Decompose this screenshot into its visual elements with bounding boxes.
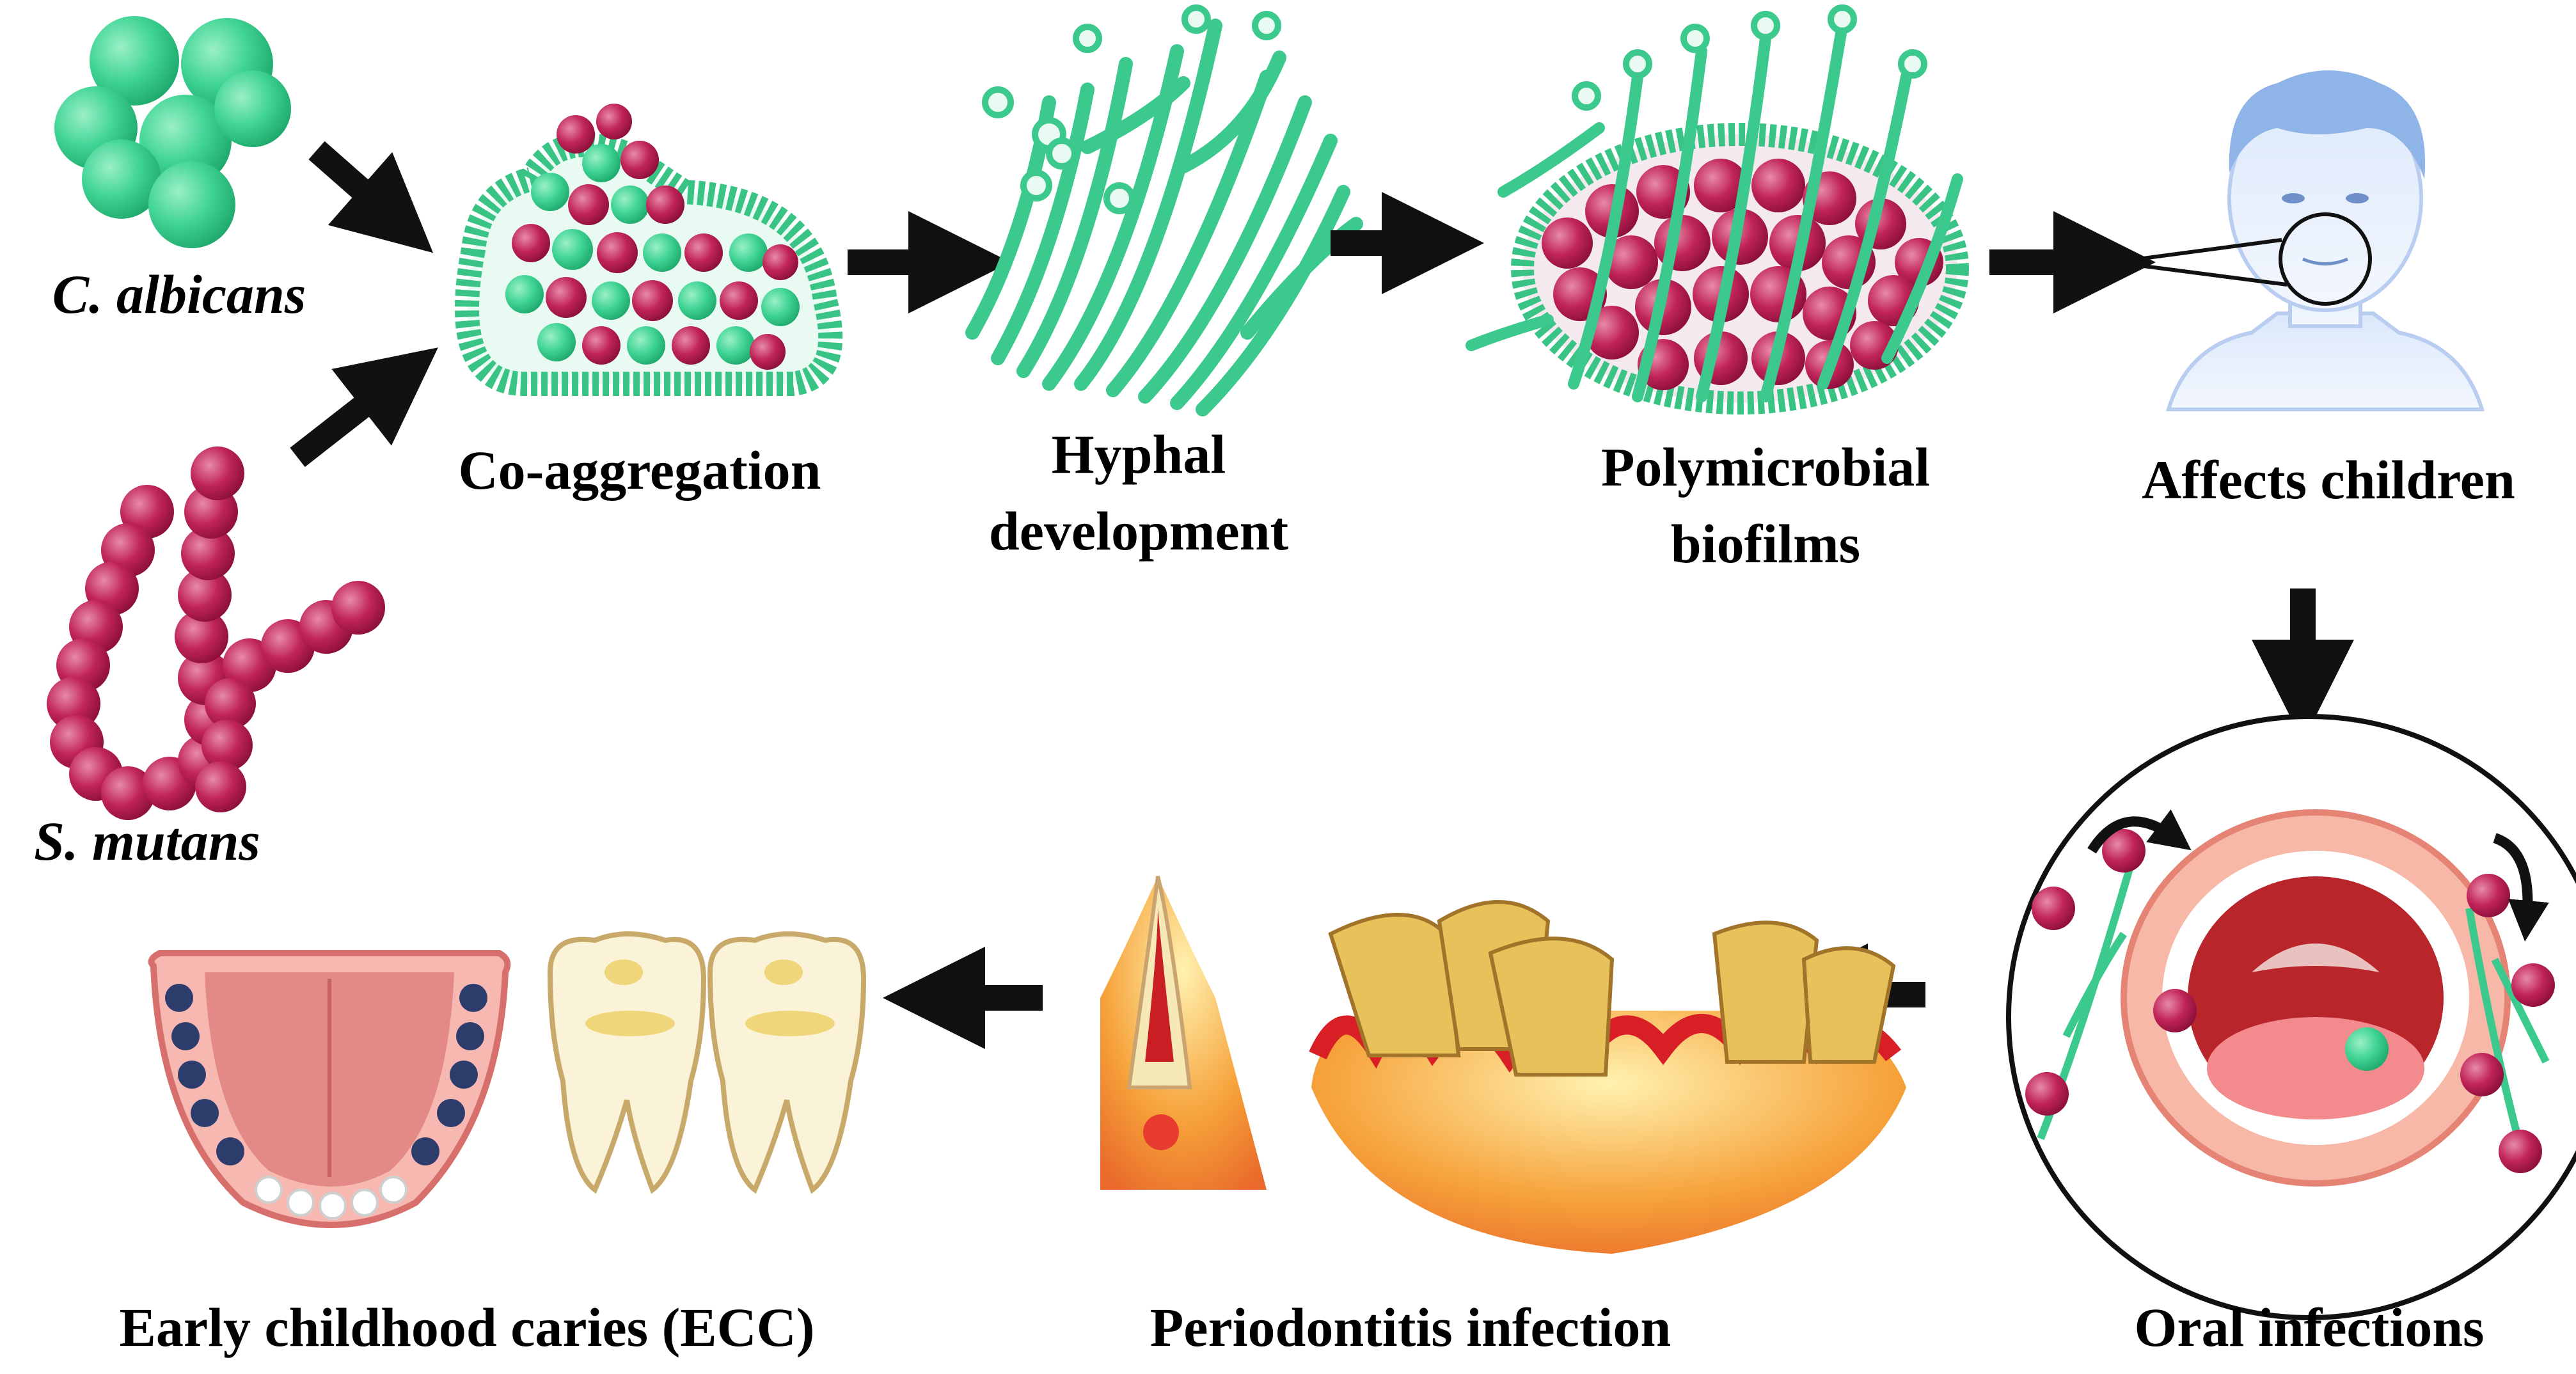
periodontitis-label: Periodontitis infection xyxy=(1150,1297,1671,1358)
c-albicans-label: C. albicans xyxy=(52,264,306,325)
biofilm-label-line2: biofilms xyxy=(1670,513,1861,574)
hyphal-tips xyxy=(982,4,1281,214)
co-aggregation-label: Co-aggregation xyxy=(458,439,821,501)
co-aggregation-illustration xyxy=(455,104,843,396)
oral-infection-illustration xyxy=(2006,714,2576,1320)
hyphal-label-line2: development xyxy=(988,500,1289,562)
hyphal-label-line1: Hyphal xyxy=(1051,423,1226,485)
oral-infections-label: Oral infections xyxy=(2134,1297,2485,1358)
s-mutans-label: S. mutans xyxy=(34,810,260,872)
arrow-s-mutans xyxy=(290,347,438,467)
biofilm-label-line1: Polymicrobial xyxy=(1600,436,1931,498)
ecc-label: Early childhood caries (ECC) xyxy=(119,1297,815,1358)
hyphal-illustration xyxy=(965,19,1363,416)
affects-children-label: Affects children xyxy=(2142,449,2515,510)
arrow-c-albicans xyxy=(308,141,434,253)
s-mutans-chains xyxy=(47,446,385,820)
biofilm-illustration xyxy=(1466,4,1969,415)
periodontitis-illustration xyxy=(1100,876,1906,1254)
child-illustration xyxy=(2114,70,2485,411)
c-albicans-cells xyxy=(54,16,291,248)
ecc-illustration xyxy=(148,931,867,1228)
